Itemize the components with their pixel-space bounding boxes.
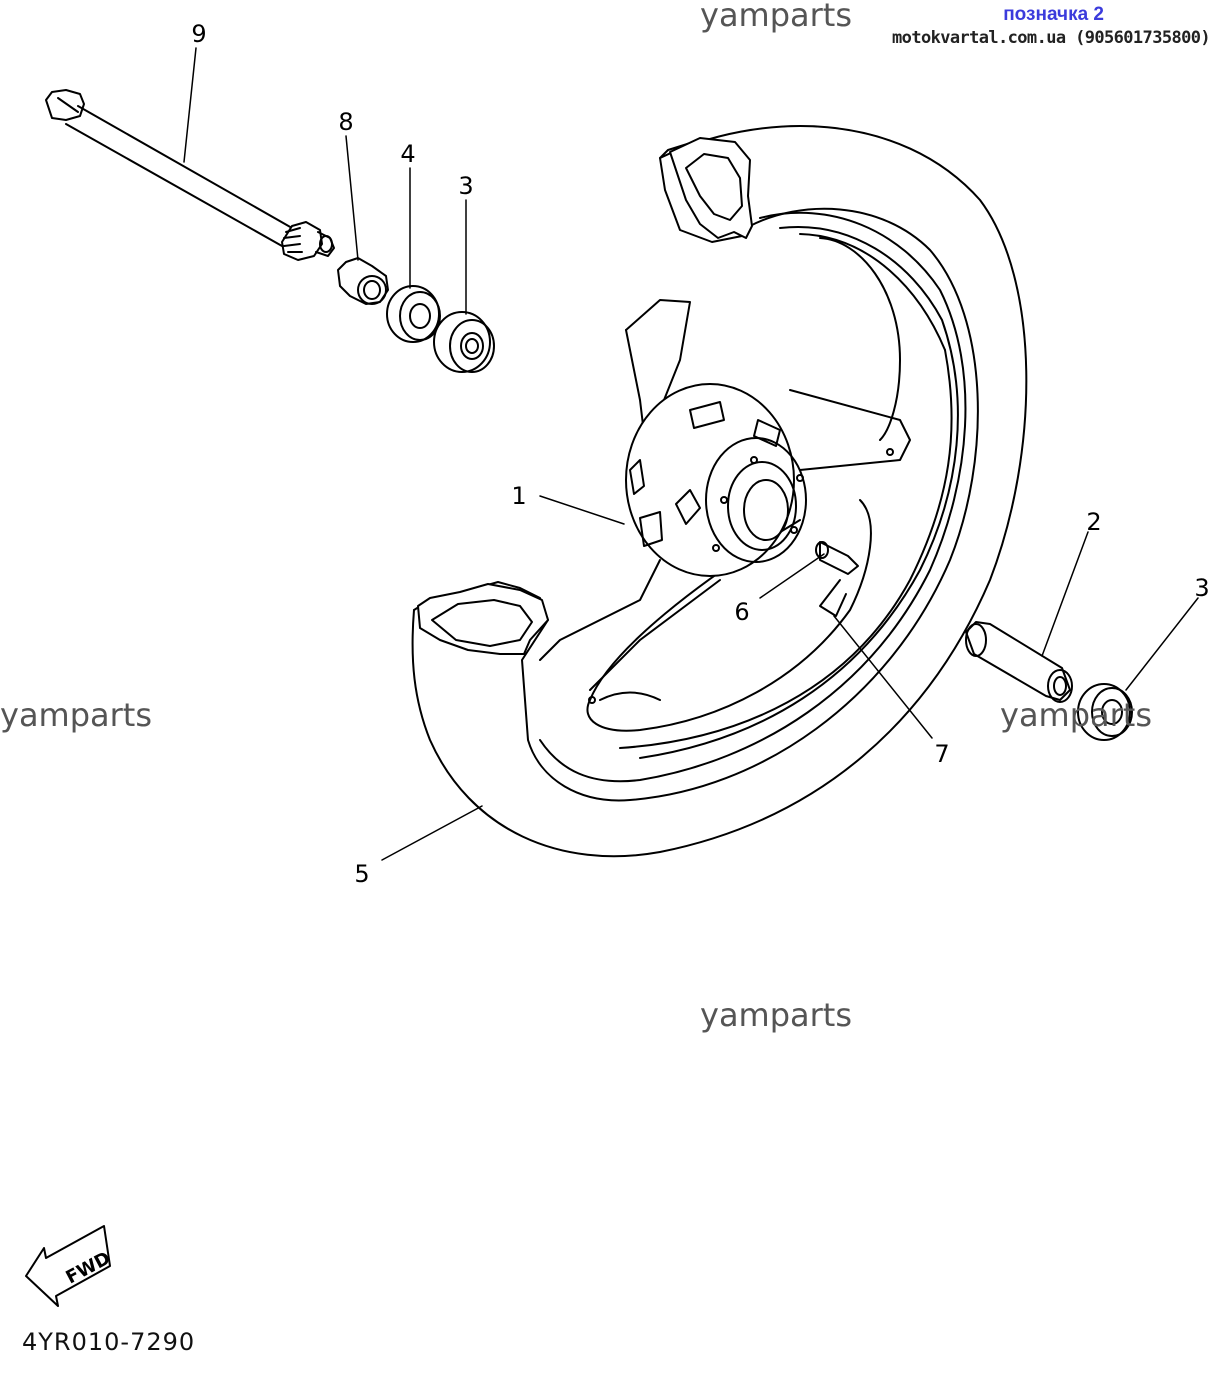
callout-1: 1	[511, 482, 526, 510]
callout-2: 2	[1086, 508, 1101, 536]
callout-4: 4	[400, 140, 415, 168]
bearing-part-3-left	[433, 311, 495, 373]
wheel-part-5	[411, 125, 1028, 858]
watermark-right: yamparts	[1000, 696, 1153, 734]
diagram-code: 4YR010-7290	[22, 1328, 196, 1356]
leader-2	[1041, 531, 1089, 657]
watermark-bottom: yamparts	[700, 996, 853, 1034]
leader-6	[759, 553, 825, 599]
spacer-part-2	[965, 621, 1073, 703]
callout-6: 6	[734, 598, 749, 626]
collar-part-8	[337, 257, 389, 305]
leader-5	[381, 805, 483, 861]
callout-8: 8	[338, 108, 353, 136]
watermark-left: yamparts	[0, 696, 153, 734]
leader-3-right	[1125, 597, 1199, 691]
leader-9	[183, 47, 197, 163]
axle-part-9	[45, 89, 335, 261]
callout-3-left: 3	[458, 172, 473, 200]
callout-9: 9	[191, 20, 206, 48]
bearing-part-3-right	[1077, 683, 1133, 741]
leader-8	[345, 135, 359, 261]
leader-7	[833, 615, 933, 739]
callout-7: 7	[934, 740, 949, 768]
fwd-arrow-icon	[25, 1225, 111, 1307]
badge-label: позначка 2	[1003, 4, 1104, 25]
callout-3-right: 3	[1194, 574, 1209, 602]
seal-part-4	[386, 285, 441, 343]
callout-5: 5	[354, 860, 369, 888]
watermark-top: yamparts	[700, 0, 853, 34]
site-label: motokvartal.com.ua (905601735800)	[892, 28, 1211, 48]
leader-1	[539, 495, 625, 525]
